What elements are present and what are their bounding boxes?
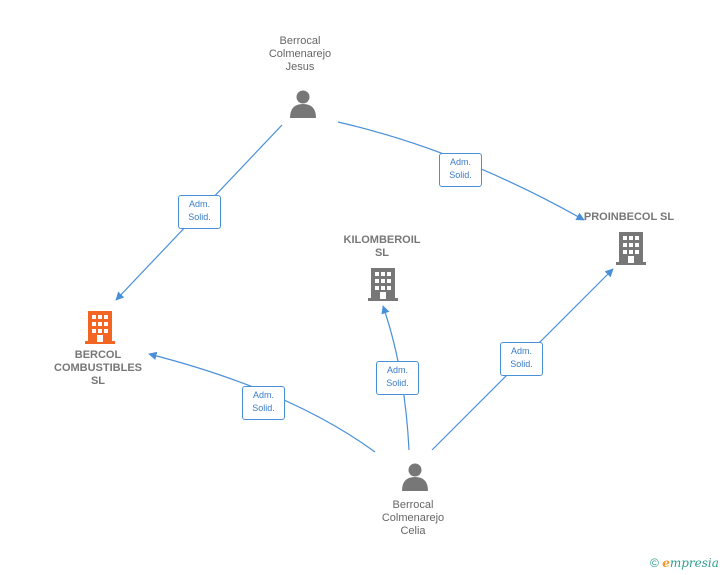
node-label-proinbecol: PROINBECOL SL — [574, 211, 684, 224]
brand-logo: empresia — [662, 556, 719, 570]
edge-label-line: Adm. — [386, 365, 408, 375]
building-icon[interactable] — [616, 231, 646, 265]
edge-label-celia-kilomberoil[interactable]: Adm. Solid. — [376, 361, 419, 395]
edge-label-line: Adm. — [510, 346, 532, 356]
node-label-celia: Berrocal Colmenarejo Celia — [358, 499, 468, 538]
node-label-line: Jesus — [285, 61, 315, 73]
edge-label-line: Solid. — [449, 170, 472, 180]
node-label-kilomberoil: KILOMBEROIL SL — [330, 234, 434, 260]
edge-label-line: Adm. — [449, 157, 471, 167]
node-label-line: COMBUSTIBLES — [54, 362, 142, 374]
node-label-line: Colmenarejo — [381, 512, 445, 524]
edge-label-jesus-proinbecol[interactable]: Adm. Solid. — [439, 153, 482, 187]
building-icon[interactable] — [368, 267, 398, 301]
node-label-line: Berrocal — [279, 35, 321, 47]
brand-footer: © empresia — [650, 556, 719, 570]
node-label-line: SL — [90, 375, 106, 387]
node-label-line: BERCOL — [74, 349, 122, 361]
edge-label-line: Solid. — [386, 378, 409, 388]
node-label-line: Berrocal — [392, 499, 434, 511]
edge-label-celia-proinbecol[interactable]: Adm. Solid. — [500, 342, 543, 376]
node-label-line: PROINBECOL SL — [583, 211, 675, 223]
edge-label-line: Solid. — [252, 403, 275, 413]
person-icon[interactable] — [288, 89, 318, 119]
node-label-bercol: BERCOL COMBUSTIBLES SL — [40, 349, 156, 388]
edge-label-line: Solid. — [510, 359, 533, 369]
brand-logo-e: e — [662, 556, 670, 570]
brand-logo-text: mpresia — [669, 556, 719, 570]
edge-label-line: Adm. — [188, 199, 210, 209]
building-icon[interactable] — [85, 310, 115, 344]
edge-label-celia-bercol[interactable]: Adm. Solid. — [242, 386, 285, 420]
edge-label-jesus-bercol[interactable]: Adm. Solid. — [178, 195, 221, 229]
node-label-line: KILOMBEROIL — [343, 234, 421, 246]
node-label-line: Celia — [400, 525, 426, 537]
copyright-symbol: © — [650, 556, 659, 570]
node-label-line: SL — [374, 247, 390, 259]
person-icon[interactable] — [400, 462, 430, 492]
edge-label-line: Adm. — [252, 390, 274, 400]
node-label-jesus: Berrocal Colmenarejo Jesus — [245, 35, 355, 74]
node-label-line: Colmenarejo — [268, 48, 332, 60]
edge-label-line: Solid. — [188, 212, 211, 222]
